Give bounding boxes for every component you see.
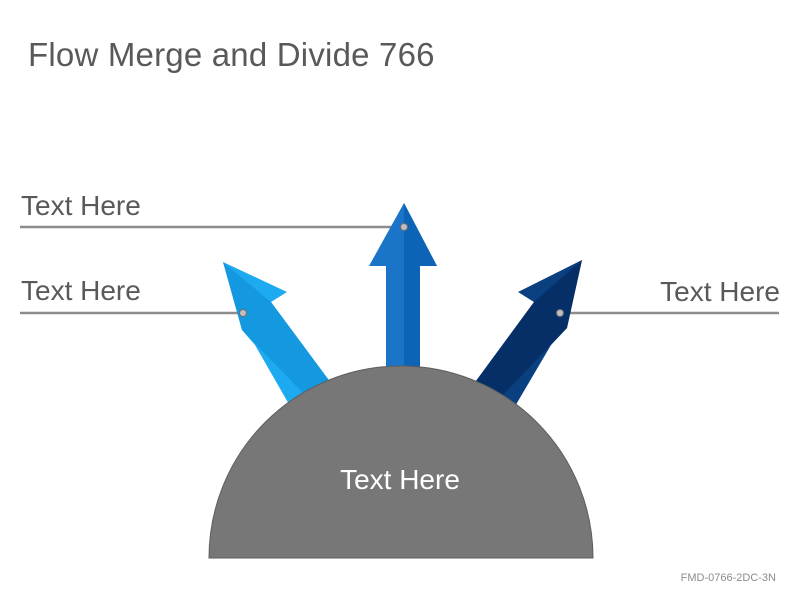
- arrow-right-dark-face: [473, 260, 582, 398]
- label-top: Text Here: [21, 190, 141, 221]
- arrow-left: [223, 262, 331, 406]
- arrow-right: [473, 260, 582, 408]
- connector-dot-left: [239, 309, 247, 317]
- arrow-left-dark-face: [223, 262, 331, 396]
- label-left: Text Here: [21, 275, 141, 306]
- connector-dot-right: [556, 309, 564, 317]
- label-base: Text Here: [340, 464, 460, 495]
- connector-dot-top: [400, 223, 408, 231]
- arrow-center: [369, 203, 437, 370]
- semicircle-base: [208, 365, 594, 559]
- arrow-center-dark-face: [404, 203, 437, 370]
- slide-title: Flow Merge and Divide 766: [28, 36, 435, 73]
- label-right: Text Here: [660, 276, 780, 307]
- footer-code: FMD-0766-2DC-3N: [680, 572, 776, 584]
